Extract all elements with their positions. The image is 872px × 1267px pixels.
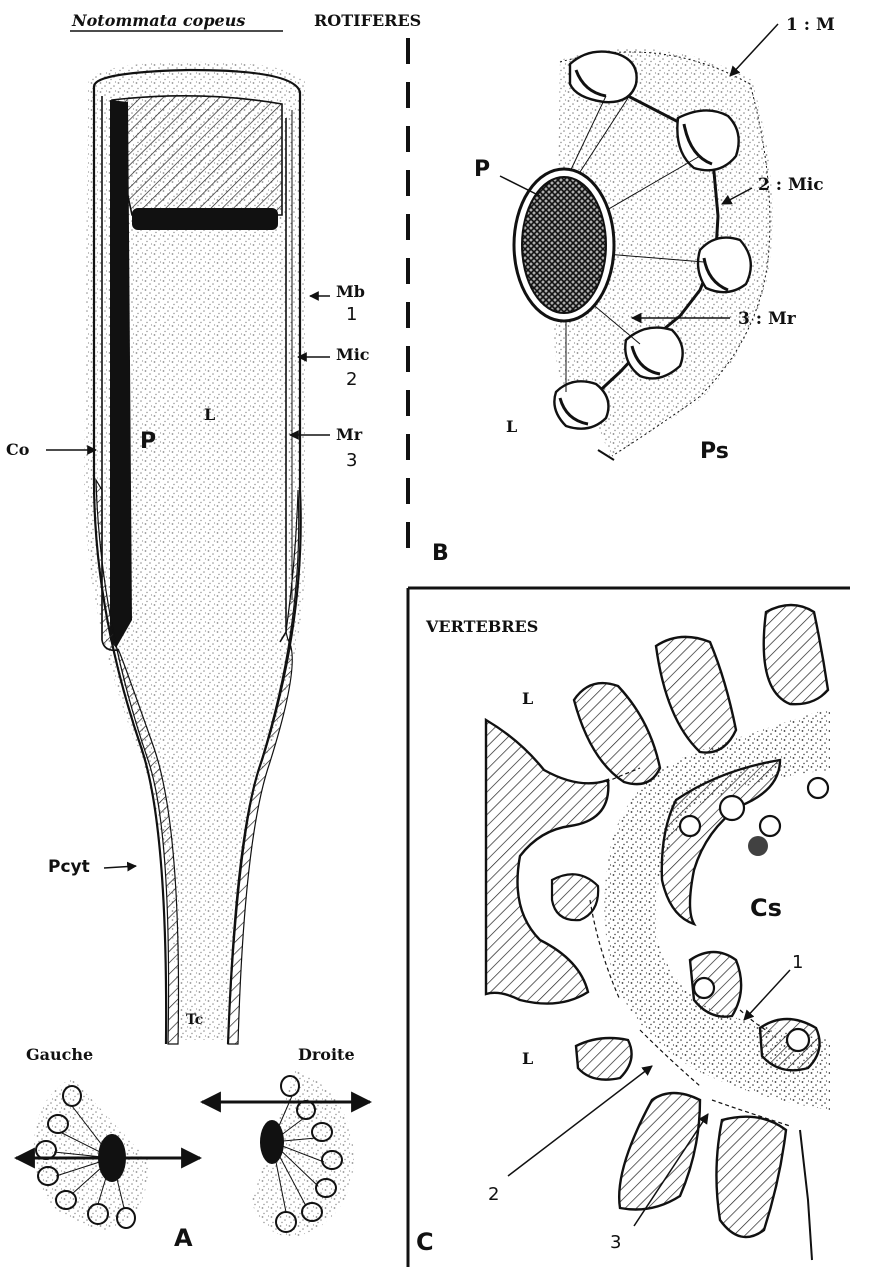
label-mic: Mic bbox=[336, 345, 370, 364]
label-c-2: 2 bbox=[488, 1184, 499, 1205]
label-pcyt: Pcyt bbox=[48, 857, 90, 877]
label-c-cs: Cs bbox=[750, 894, 782, 922]
label-p-rod: P bbox=[140, 429, 156, 454]
label-mb-number: 1 bbox=[346, 304, 357, 325]
cross-section-gauche bbox=[16, 1078, 200, 1230]
label-c-3: 3 bbox=[610, 1232, 621, 1253]
label-mr-number: 3 bbox=[346, 450, 357, 471]
label-tc: Tc bbox=[186, 1012, 203, 1028]
label-co: Co bbox=[6, 440, 30, 459]
label-b-l: L bbox=[506, 417, 517, 436]
label-mr: Mr bbox=[336, 425, 363, 444]
panel-b-drawing bbox=[514, 49, 773, 460]
label-mb: Mb bbox=[336, 282, 365, 301]
label-b-3: 3 : Mr bbox=[738, 309, 797, 329]
panel-a-drawing bbox=[84, 62, 307, 1044]
rotifers-title: ROTIFERES bbox=[314, 11, 421, 30]
panel-c-letter: C bbox=[416, 1228, 434, 1256]
label-c-1: 1 bbox=[792, 952, 803, 973]
panel-c-drawing bbox=[486, 605, 830, 1260]
label-c-l-bottom: L bbox=[522, 1049, 533, 1068]
label-gauche: Gauche bbox=[26, 1045, 93, 1064]
label-lumen-a: L bbox=[204, 405, 215, 424]
label-b-p: P bbox=[474, 157, 490, 182]
label-b-1: 1 : M bbox=[786, 15, 835, 35]
label-b-2: 2 : Mic bbox=[758, 175, 824, 195]
cross-section-droite bbox=[202, 1070, 370, 1238]
label-c-l-top: L bbox=[522, 689, 533, 708]
vertebrates-title: VERTEBRES bbox=[425, 617, 538, 636]
label-droite: Droite bbox=[298, 1045, 355, 1064]
label-b-ps: Ps bbox=[700, 439, 729, 464]
panel-b-letter: B bbox=[432, 541, 449, 566]
species-title: Notommata copeus bbox=[71, 11, 245, 30]
label-mic-number: 2 bbox=[346, 369, 357, 390]
panel-a-letter: A bbox=[174, 1224, 193, 1252]
